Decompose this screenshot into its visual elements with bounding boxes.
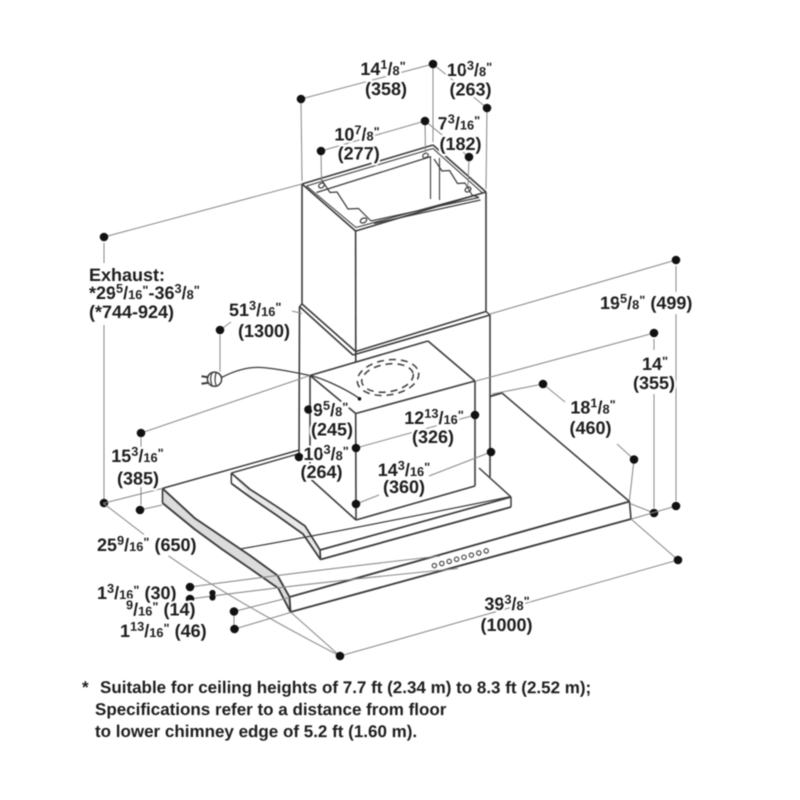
svg-text:(182): (182) [439, 134, 481, 154]
svg-text:(358): (358) [365, 79, 407, 99]
svg-text:Specifications refer to a dist: Specifications refer to a distance from … [95, 700, 447, 719]
svg-text:(263): (263) [449, 79, 491, 99]
svg-text:(1300): (1300) [238, 321, 290, 341]
svg-text:(360): (360) [383, 477, 425, 497]
svg-text:141/8": 141/8" [360, 57, 405, 79]
svg-text:(264): (264) [300, 462, 342, 482]
svg-text:14": 14" [642, 353, 668, 374]
svg-text:(245): (245) [311, 420, 353, 440]
svg-text:9/16" (14): 9/16" (14) [126, 597, 195, 619]
svg-text:153/16": 153/16" [111, 444, 163, 466]
svg-text:(326): (326) [412, 427, 454, 447]
svg-text:(*744-924): (*744-924) [89, 302, 174, 322]
svg-text:513/16": 513/16" [229, 298, 281, 320]
svg-text:(1000): (1000) [480, 615, 532, 635]
svg-text:73/16": 73/16" [438, 111, 480, 133]
svg-text:(355): (355) [633, 373, 675, 393]
svg-text:143/16": 143/16" [378, 458, 430, 480]
svg-text:*: * [82, 678, 89, 697]
svg-text:(385): (385) [117, 468, 159, 488]
svg-text:Exhaust:: Exhaust: [89, 265, 165, 285]
svg-text:Suitable for ceiling heights o: Suitable for ceiling heights of 7.7 ft (… [100, 678, 591, 697]
svg-text:95/8": 95/8" [313, 398, 348, 420]
svg-text:113/16" (46): 113/16" (46) [120, 619, 207, 641]
svg-text:to lower chimney edge of 5.2 f: to lower chimney edge of 5.2 ft (1.60 m)… [95, 722, 417, 741]
svg-text:(460): (460) [569, 418, 611, 438]
svg-text:195/8" (499): 195/8" (499) [600, 291, 692, 313]
svg-text:(277): (277) [338, 143, 380, 163]
